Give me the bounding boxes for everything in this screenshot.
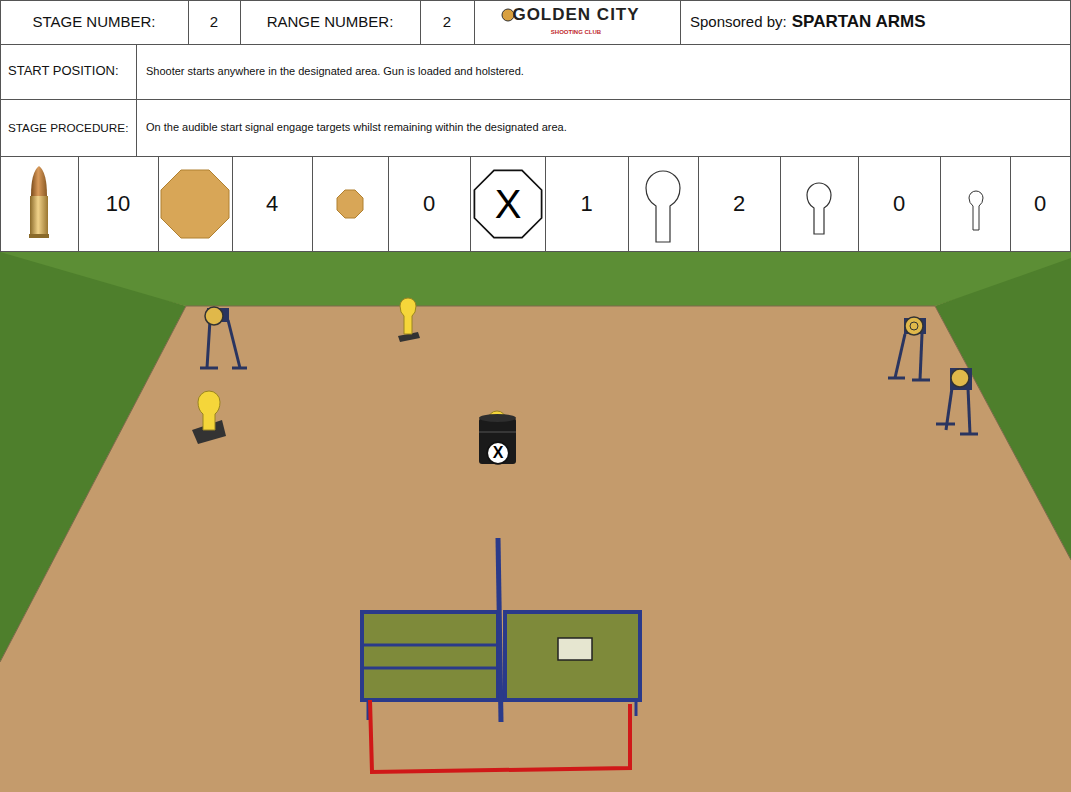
small-popper-icon (807, 183, 831, 234)
sponsor-label-cell: Sponsored by: (690, 0, 787, 44)
field-text-cell: On the audible start signal engage targe… (136, 99, 1071, 156)
field-label: STAGE NUMBER: (32, 13, 155, 30)
field-label: STAGE PROCEDURE: (8, 121, 128, 135)
club-logo: GOLDEN CITY (512, 5, 639, 25)
count-value-cell: 0 (858, 156, 940, 252)
count-value: 0 (423, 191, 435, 216)
field-value: 2 (210, 13, 218, 30)
no-shoot-plate: X (486, 441, 510, 465)
count-value: 0 (1034, 191, 1046, 216)
field-label-cell: STAGE PROCEDURE: (0, 99, 136, 156)
field-label-cell: STAGE NUMBER: (0, 0, 188, 44)
no-shoot-icon-text: X (495, 184, 522, 224)
field-label-cell: RANGE NUMBER: (240, 0, 420, 44)
count-value-cell: 4 (232, 156, 312, 252)
sponsor-name-cell: SPARTAN ARMS (792, 0, 926, 44)
no-shoot-plate-text: X (493, 445, 504, 461)
field-value-cell: 2 (420, 0, 474, 44)
field-label: RANGE NUMBER: (267, 13, 394, 30)
count-value-cell: 2 (698, 156, 780, 252)
steel-plate-target (200, 307, 247, 368)
count-value: 4 (266, 191, 278, 216)
fault-line (370, 700, 630, 772)
field-value: 2 (443, 13, 451, 30)
logo-target (502, 9, 514, 21)
barrel-no-shoot (479, 411, 516, 464)
range-scene (0, 252, 1071, 792)
field-text: On the audible start signal engage targe… (146, 121, 567, 134)
no-shoot-icon: X (473, 169, 543, 239)
count-value-cell: 10 (78, 156, 158, 252)
field-label-cell: START POSITION: (0, 44, 136, 99)
field-text: Shooter starts anywhere in the designate… (146, 65, 524, 78)
field-value-cell: 2 (188, 0, 240, 44)
count-value: 2 (733, 191, 745, 216)
count-value: 0 (893, 191, 905, 216)
sponsor-name: SPARTAN ARMS (792, 12, 926, 32)
field-text-cell: Shooter starts anywhere in the designate… (136, 44, 1071, 99)
popper-target (398, 298, 420, 342)
popper-target (192, 391, 226, 444)
count-value-cell: 0 (1010, 156, 1070, 252)
bullet-icon (29, 166, 49, 238)
large-steel-plate-icon (161, 170, 229, 238)
sponsor-label: Sponsored by: (690, 13, 787, 30)
count-value-cell: 1 (545, 156, 628, 252)
count-value: 1 (580, 191, 592, 216)
large-popper-icon (646, 171, 680, 242)
field-label: START POSITION: (8, 64, 119, 79)
shooting-wall (362, 538, 640, 722)
steel-plate-target (888, 317, 930, 380)
steel-plate-target (936, 368, 978, 434)
club-logo-cell: GOLDEN CITY (484, 3, 668, 27)
club-subtitle-cell: SHOOTING CLUB (484, 27, 668, 37)
mini-popper-icon (969, 191, 983, 230)
count-value-cell: 0 (388, 156, 470, 252)
small-steel-plate-icon (337, 190, 363, 218)
club-subtitle: SHOOTING CLUB (551, 29, 601, 36)
header-table (0, 0, 1071, 252)
count-value: 10 (106, 191, 130, 216)
